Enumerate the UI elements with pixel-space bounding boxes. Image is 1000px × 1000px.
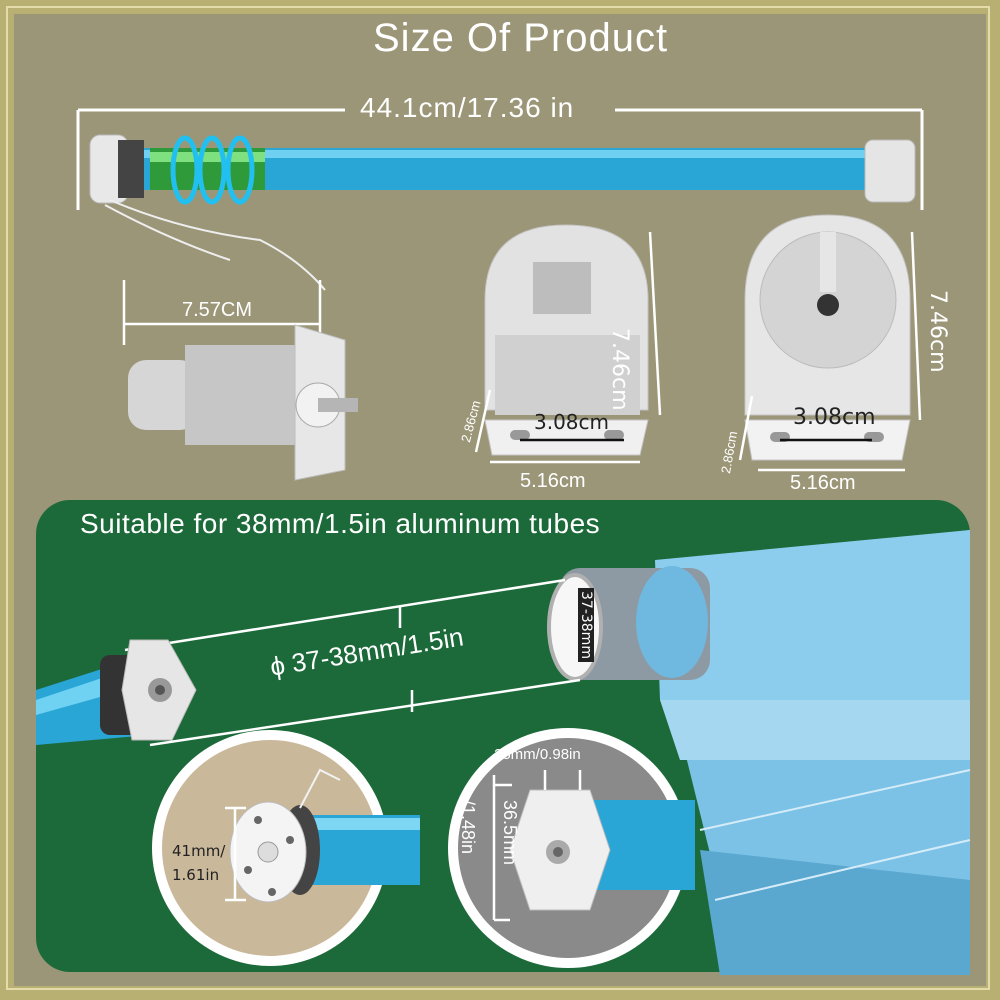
bracket-left-image [484, 224, 649, 456]
tube-length-label: 44.1cm/17.36 in [360, 92, 575, 123]
bracket-left-height-label: 7.46cm [607, 328, 632, 411]
bracket-right-width-label: 5.16cm [790, 472, 856, 494]
crown-height-label-b: /1.48in [458, 800, 478, 855]
tube-length-dimension-line [76, 108, 924, 210]
crown-dimension-lines [492, 770, 582, 922]
crown-inset [448, 728, 695, 968]
outer-frame [6, 6, 990, 990]
bracket-left-width-label: 5.16cm [520, 470, 586, 492]
motor-head-size-label-b: 1.61in [172, 866, 220, 884]
adapter-length-label: 7.57CM [182, 299, 253, 321]
aluminum-tube-image [547, 566, 710, 681]
bracket-right-image [744, 214, 911, 461]
section-title: Suitable for 38mm/1.5in aluminum tubes [80, 508, 601, 539]
motor-head-dimension-line [225, 806, 246, 902]
bracket-left-hole-span-label: 3.08cm [534, 410, 610, 434]
motor-head-inset [152, 730, 420, 966]
motor-tube-image [89, 134, 916, 291]
motor-end-image [36, 639, 197, 745]
bracket-right-dimension-lines [738, 231, 922, 472]
bracket-right-height-label: 7.46cm [925, 290, 950, 373]
tube-end-label: 37-38mm [578, 588, 594, 662]
adapter-image [128, 324, 358, 481]
bracket-left-dimension-lines [474, 231, 662, 464]
blind-fabric-image [640, 530, 971, 975]
crown-width-label: 25mm/0.98in [494, 746, 581, 763]
crown-height-label-a: 36.5mm [500, 800, 520, 866]
motor-head-size-label-a: 41mm/ [172, 842, 226, 860]
tube-diameter-box [124, 578, 581, 747]
page-title: Size Of Product [373, 16, 669, 60]
bracket-right-hole-span-label: 3.08cm [793, 405, 876, 430]
